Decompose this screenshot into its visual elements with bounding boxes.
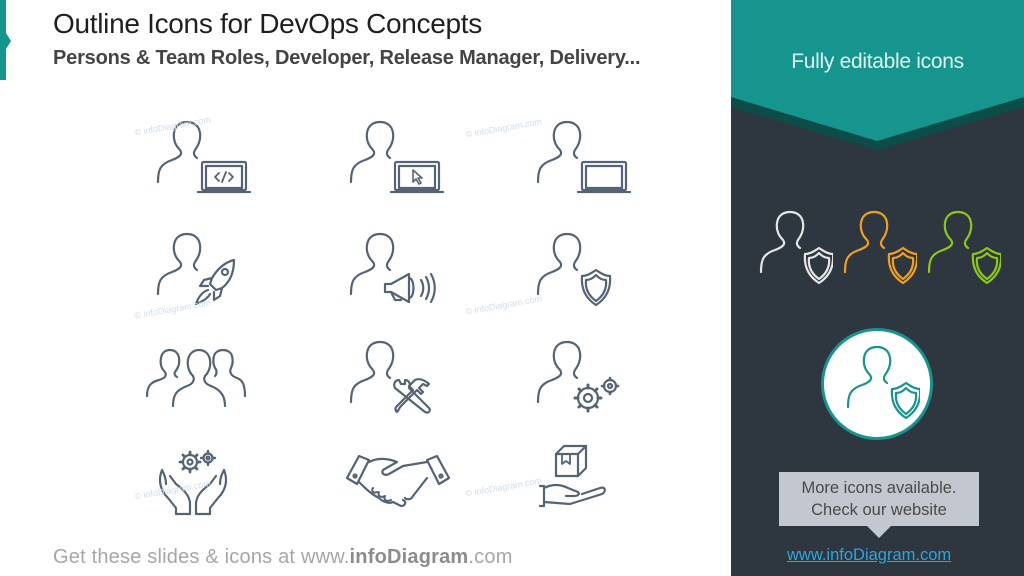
banner-title: Fully editable icons	[791, 50, 964, 73]
footer-promo: Get these slides & icons at www.infoDiag…	[53, 546, 513, 569]
person-gears-icon	[530, 340, 640, 430]
developer-code-laptop-icon	[150, 120, 260, 210]
person-shield-circle-icon	[821, 328, 933, 440]
person-shield-orange-icon	[843, 210, 917, 285]
callout-line-1: More icons available.	[801, 479, 957, 497]
more-icons-callout: More icons available. Check our website	[779, 472, 979, 538]
footer-prefix: Get these slides & icons at www.	[53, 546, 350, 568]
page-subtitle: Persons & Team Roles, Developer, Release…	[53, 47, 641, 69]
person-laptop-cursor-icon	[343, 120, 453, 210]
person-shield-white-icon	[759, 210, 833, 285]
website-link[interactable]: www.infoDiagram.com	[787, 546, 952, 564]
banner-chevron	[731, 0, 1024, 150]
side-panel: Fully editable icons More icons availabl…	[731, 0, 1024, 576]
person-shield-green-icon	[927, 210, 1001, 285]
person-laptop-icon	[530, 120, 640, 210]
hand-package-delivery-icon	[530, 440, 640, 530]
color-variant-icons	[753, 210, 1013, 290]
footer-brand: infoDiagram	[349, 546, 469, 568]
page-title: Outline Icons for DevOps Concepts	[53, 8, 482, 39]
person-shield-security-icon	[530, 232, 640, 322]
team-three-persons-icon	[143, 340, 253, 430]
person-wrench-hammer-tools-icon	[343, 340, 453, 430]
footer-suffix: .com	[468, 546, 513, 568]
callout-line-2: Check our website	[811, 501, 947, 519]
person-megaphone-icon	[343, 232, 453, 322]
person-rocket-launch-icon	[150, 232, 260, 322]
slide-accent-tab	[0, 0, 11, 80]
handshake-icon	[343, 440, 453, 530]
icon-grid: © infoDiagram.com © infoDiagram.com © in…	[134, 114, 640, 530]
hands-gears-icon	[150, 440, 260, 530]
